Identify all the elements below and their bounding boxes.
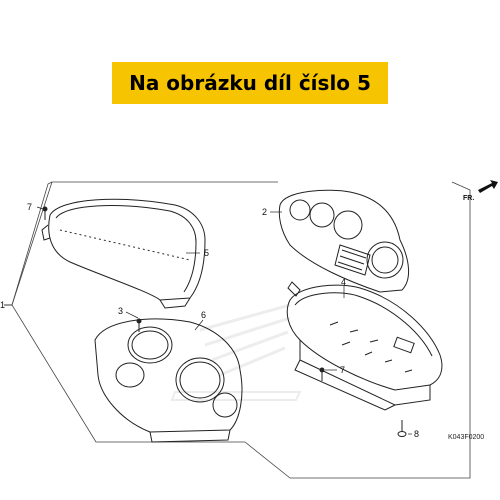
label-part-8: 8: [414, 429, 419, 439]
leader-lines: [4, 206, 412, 435]
label-part-5: 5: [204, 248, 209, 258]
diagram-code: K043F0200: [448, 434, 484, 441]
label-part-3: 3: [118, 306, 123, 316]
label-part-4: 4: [341, 277, 346, 287]
label-part-7-top: 7: [27, 202, 32, 212]
title-banner: Na obrázku díl číslo 5: [112, 62, 388, 104]
part-2-meter-face: [278, 189, 409, 293]
label-part-2: 2: [262, 207, 267, 217]
honda-wing-logo-icon: [170, 303, 302, 401]
part-4-meter-case: [286, 281, 443, 411]
label-part-1: 1: [0, 300, 5, 310]
screw-3: [136, 318, 142, 332]
screw-7-right: [319, 367, 325, 381]
front-direction-arrow-icon: [478, 180, 498, 193]
screw-7-top: [42, 206, 48, 220]
label-part-6: 6: [201, 310, 206, 320]
banner-text: Na obrázku díl číslo 5: [129, 71, 371, 95]
screw-8: [397, 420, 407, 437]
front-direction-label: FR.: [463, 195, 474, 202]
label-part-7-right: 7: [340, 365, 345, 375]
part-6-bezel: [94, 318, 243, 443]
part-5-lens-cover: [41, 198, 206, 309]
